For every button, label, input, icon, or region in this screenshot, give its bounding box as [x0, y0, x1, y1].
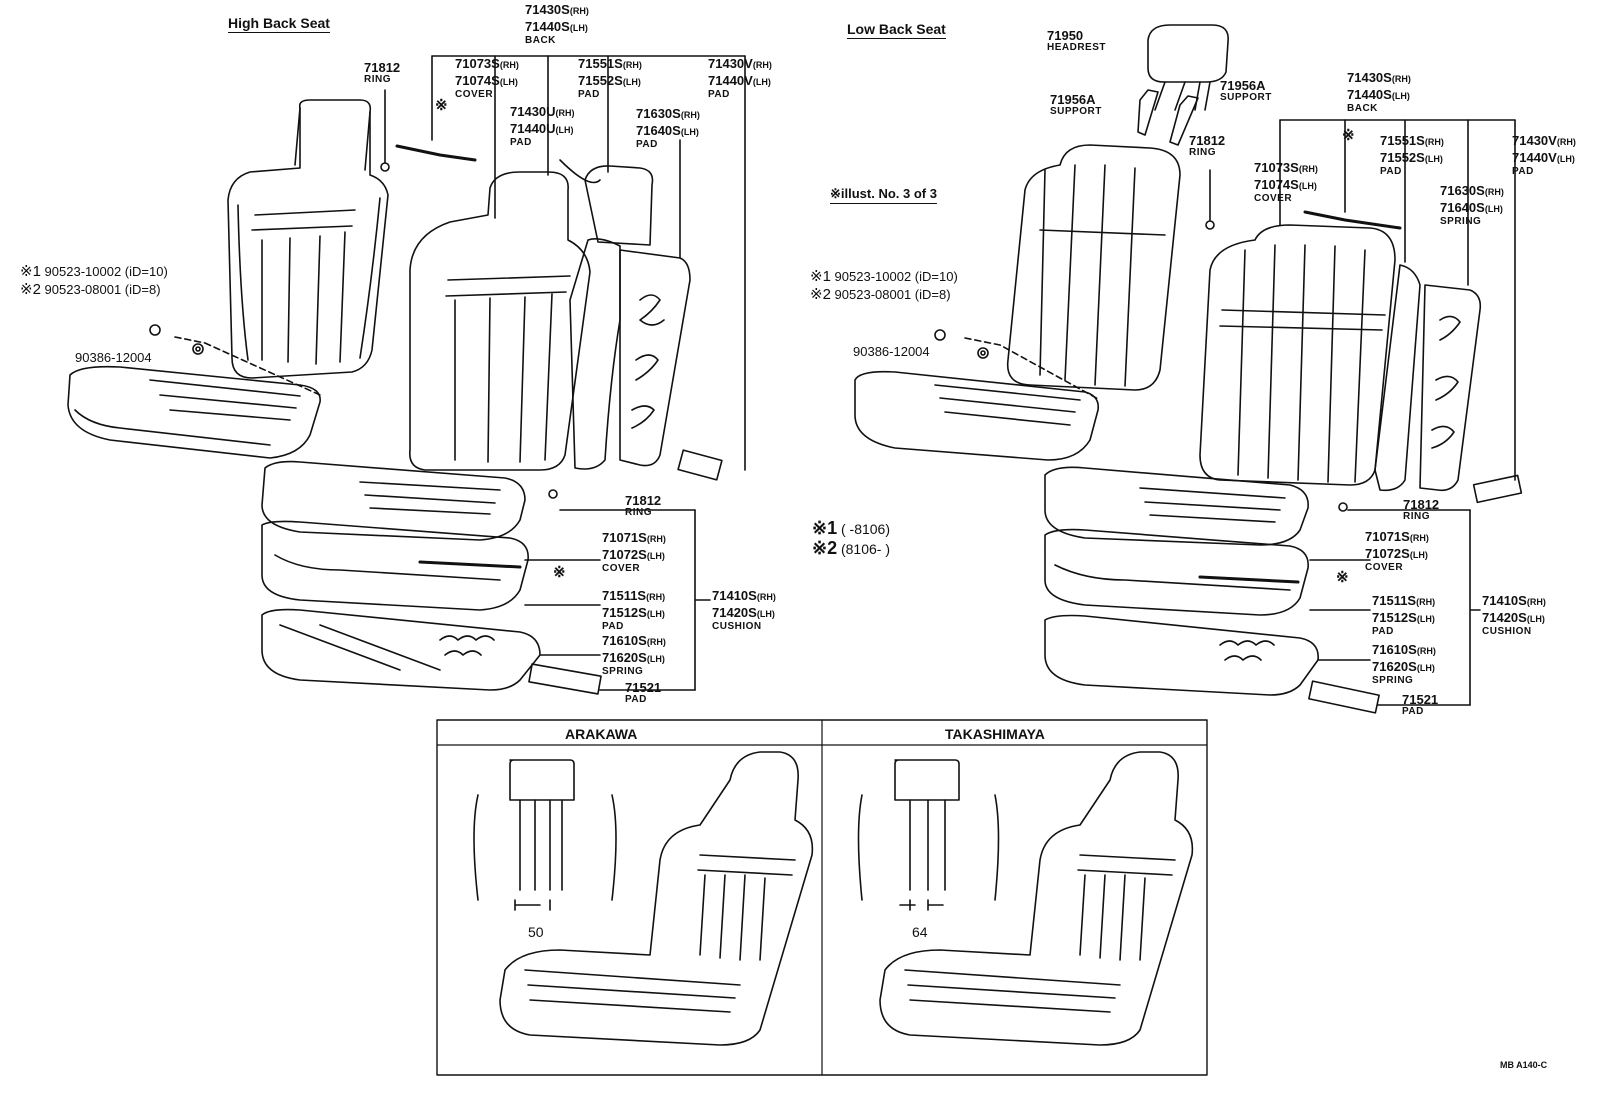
label-hb-back-cover: 71073S(RH) 71074S(LH) COVER — [455, 56, 519, 100]
low-back-seat-title: Low Back Seat — [847, 21, 946, 39]
label-lb-cush-pad: 71511S(RH) 71512S(LH) PAD — [1372, 593, 1436, 637]
label-hb-star-cushion: ※ — [553, 564, 566, 581]
label-hb-back-pad-u: 71430U(RH) 71440U(LH) PAD — [510, 104, 575, 148]
label-hb-back: 71430S(RH) 71440S(LH) BACK — [525, 2, 589, 46]
high-back-seat-title: High Back Seat — [228, 15, 330, 33]
label-hb-bolt2: ※2 90523-08001 (iD=8) — [20, 281, 161, 298]
label-lb-bolt2: ※2 90523-08001 (iD=8) — [810, 286, 951, 303]
label-lb-bolt1: ※1 90523-10002 (iD=10) — [810, 268, 958, 285]
illust-note: ※illust. No. 3 of 3 — [830, 186, 937, 204]
takashimaya-title: TAKASHIMAYA — [945, 726, 1045, 742]
label-lb-back: 71430S(RH) 71440S(LH) BACK — [1347, 70, 1411, 114]
label-hb-cushion: 71410S(RH) 71420S(LH) CUSHION — [712, 588, 776, 632]
label-lb-back-pad-551: 71551S(RH) 71552S(LH) PAD — [1380, 133, 1444, 177]
comparison-box-drawing — [437, 720, 1207, 1075]
label-lb-cush-cover: 71071S(RH) 71072S(LH) COVER — [1365, 529, 1429, 573]
label-lb-clip: 90386-12004 — [853, 344, 930, 359]
label-lb-cushion: 71410S(RH) 71420S(LH) CUSHION — [1482, 593, 1546, 637]
label-lb-star-top: ※ — [1342, 127, 1355, 144]
label-lb-back-pad-v: 71430V(RH) 71440V(LH) PAD — [1512, 133, 1576, 177]
label-hb-cush-cover: 71071S(RH) 71072S(LH) COVER — [602, 530, 666, 574]
label-hb-cush-pad: 71511S(RH) 71512S(LH) PAD — [602, 588, 666, 632]
label-hb-bolt1: ※1 90523-10002 (iD=10) — [20, 263, 168, 280]
arakawa-title: ARAKAWA — [565, 726, 638, 742]
label-hb-clip: 90386-12004 — [75, 350, 152, 365]
label-hb-back-pad-551: 71551S(RH) 71552S(LH) PAD — [578, 56, 642, 100]
arakawa-dimension: 50 — [528, 924, 544, 940]
label-hb-cush-spring: 71610S(RH) 71620S(LH) SPRING — [602, 633, 666, 677]
label-lb-back-spring: 71630S(RH) 71640S(LH) SPRING — [1440, 183, 1504, 227]
label-hb-back-pad-v: 71430V(RH) 71440V(LH) PAD — [708, 56, 772, 100]
takashimaya-dimension: 64 — [912, 924, 928, 940]
label-lb-cush-spring: 71610S(RH) 71620S(LH) SPRING — [1372, 642, 1436, 686]
low-back-seat-drawing — [855, 25, 1521, 713]
label-lb-star-cushion: ※ — [1336, 569, 1349, 586]
note-1: ※1 ( -8106) — [812, 518, 891, 538]
note-2: ※2 (8106- ) — [812, 538, 891, 558]
figure-code: MB A140-C — [1500, 1060, 1548, 1070]
high-back-seat-drawing — [68, 56, 745, 694]
label-lb-back-cover: 71073S(RH) 71074S(LH) COVER — [1254, 160, 1318, 204]
label-hb-star-top: ※ — [435, 97, 448, 114]
label-hb-back-pad-630: 71630S(RH) 71640S(LH) PAD — [636, 106, 700, 150]
